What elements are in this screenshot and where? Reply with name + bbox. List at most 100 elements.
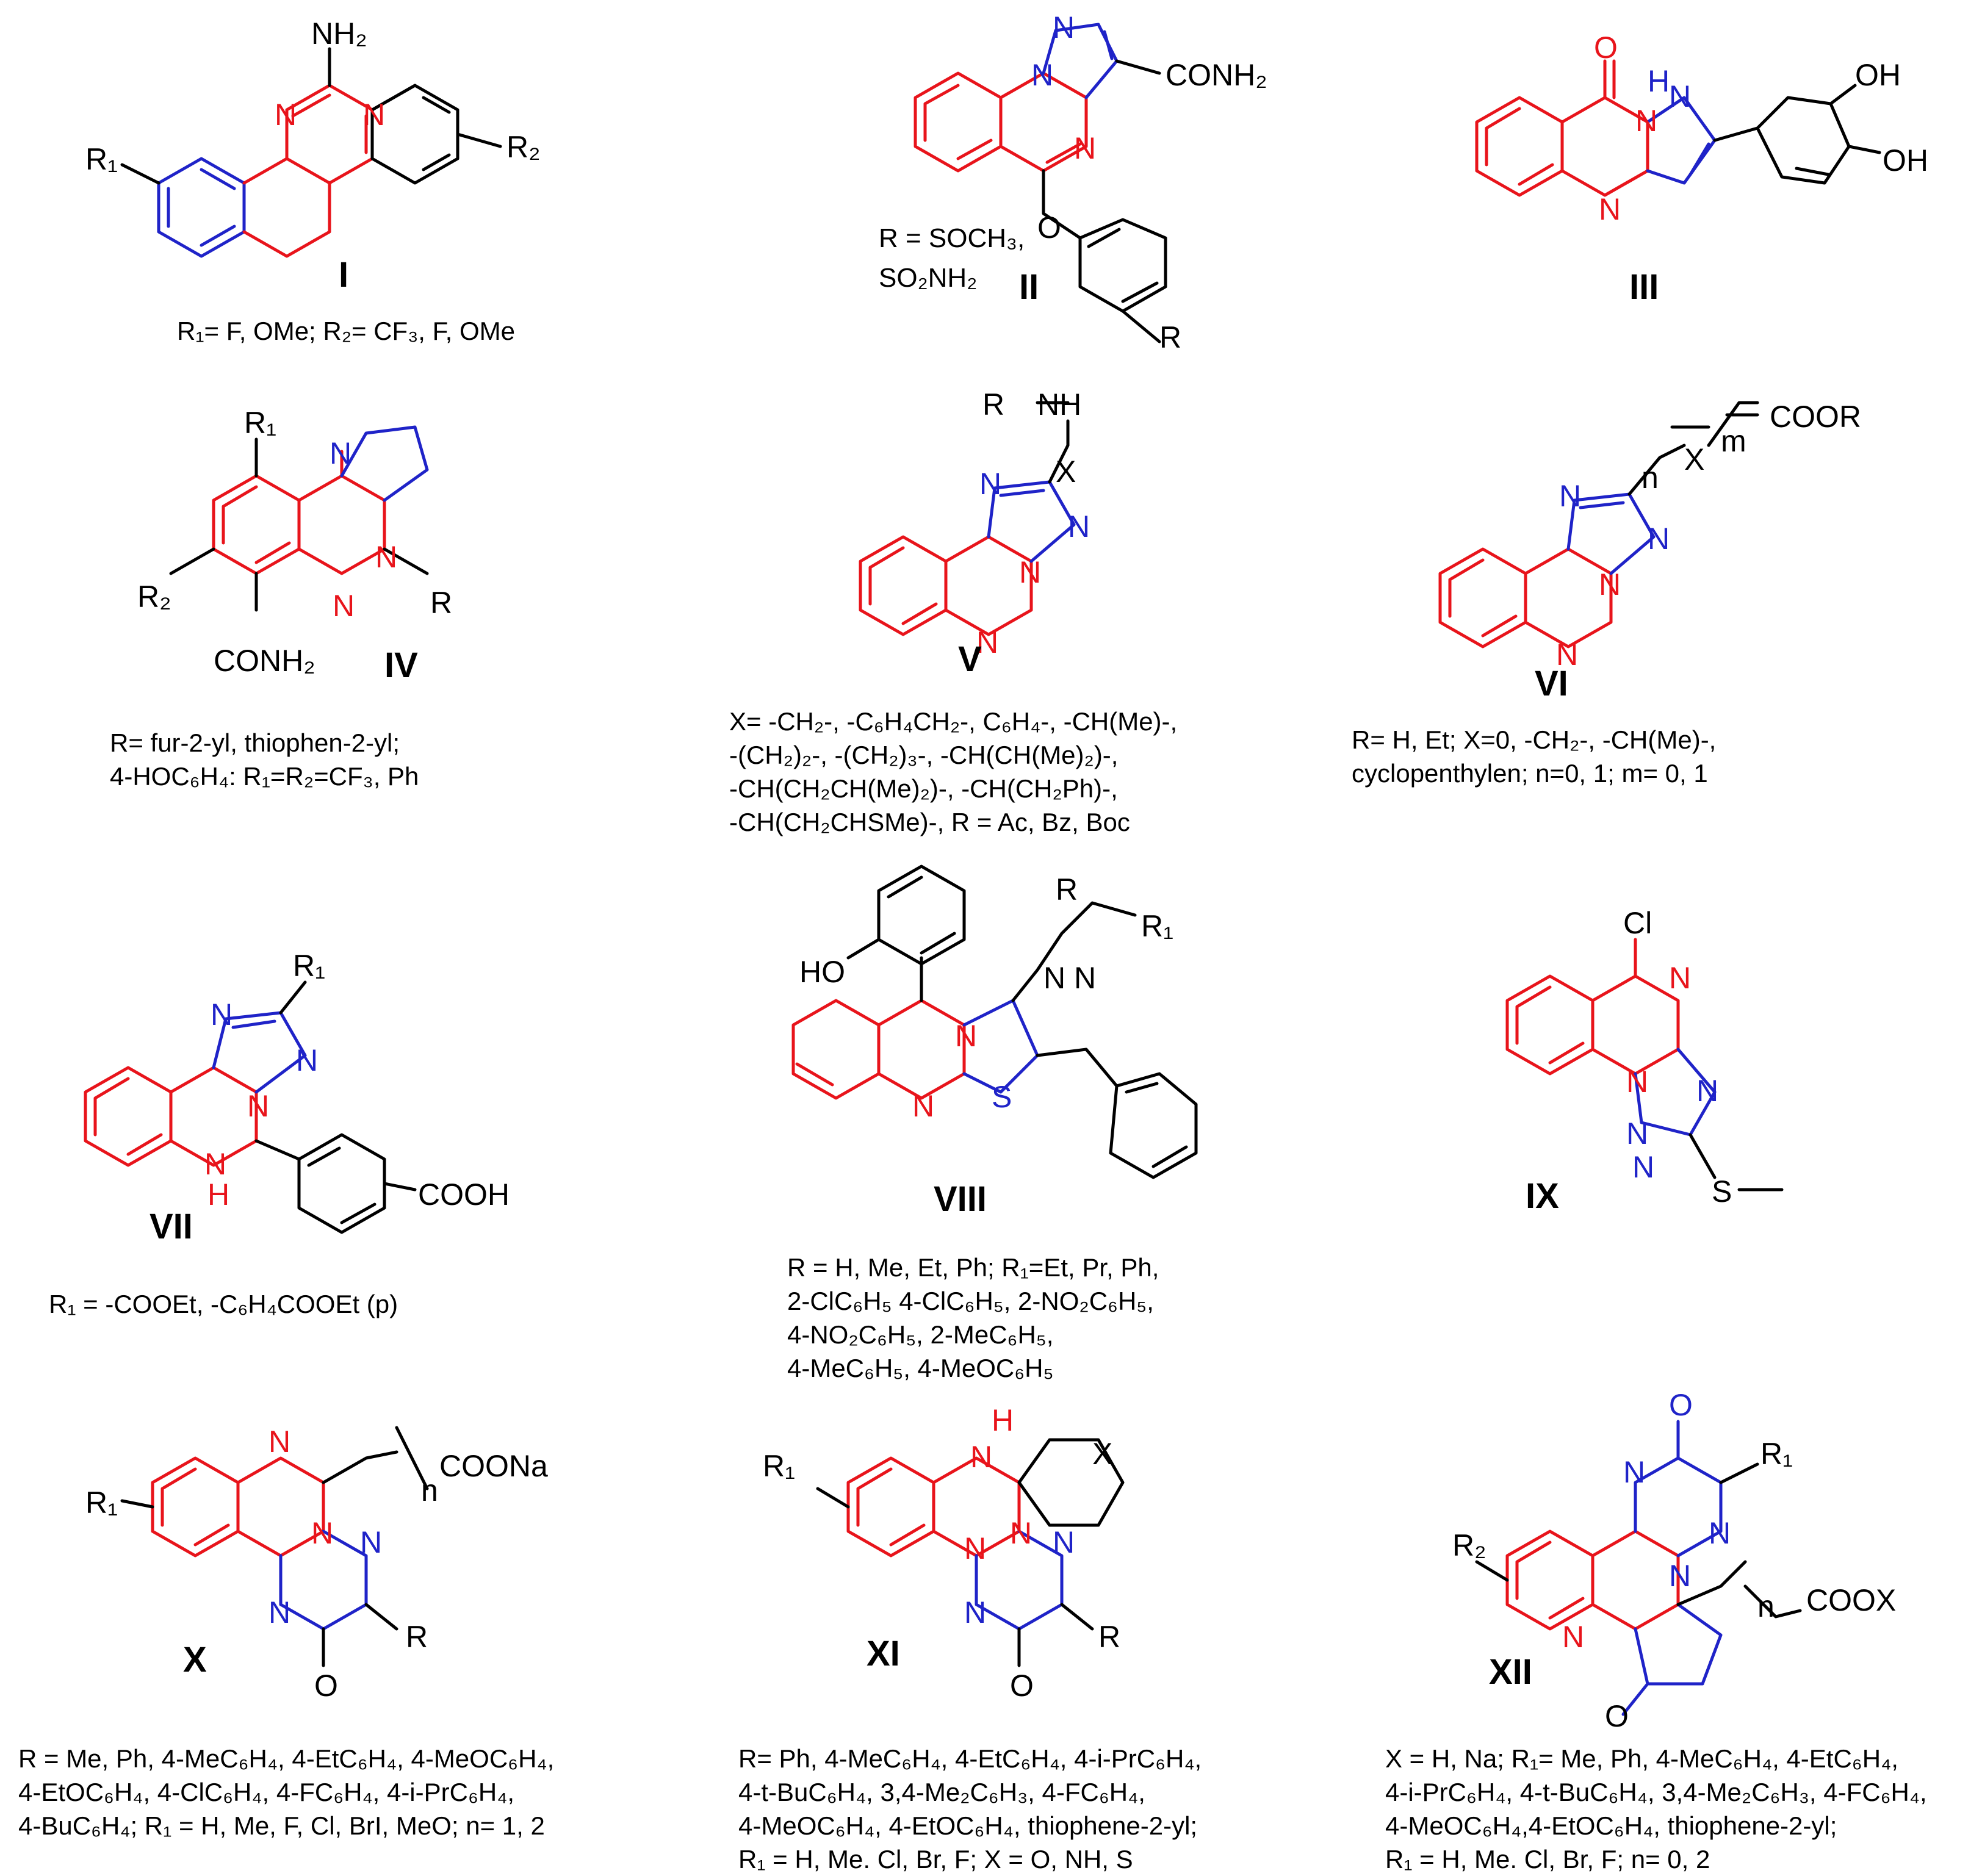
atom-labels: NH₂ N N R₁ R₂ N N N CONH₂ O R O N H N N … (85, 10, 1928, 1733)
caption-line: -CH(CH₂CH(Me)₂)-, -CH(CH₂Ph)-, (729, 774, 1118, 803)
caption-line: -CH(CH₂CHSMe)-, R = Ac, Bz, Boc (729, 808, 1130, 836)
atom: NH₂ (311, 16, 367, 51)
compound-numeral: X (183, 1640, 207, 1680)
atom: N (1043, 961, 1065, 995)
atom: R₁ (85, 1486, 118, 1520)
structure-IV (169, 425, 429, 612)
atom: N (275, 98, 297, 132)
caption-line: 4-EtOC₆H₄, 4-ClC₆H₄, 4-FC₆H₄, 4-i-PrC₆H₄… (18, 1778, 515, 1806)
compound-numeral: VII (150, 1207, 193, 1246)
caption-line: 4-i-PrC₆H₄, 4-t-BuC₆H₄, 3,4-Me₂C₆H₃, 4-F… (1385, 1778, 1927, 1806)
atom: R₁ (1141, 909, 1173, 943)
caption-line: R= fur-2-yl, thiophen-2-yl; (110, 728, 400, 757)
atom: N (1031, 58, 1053, 92)
compound-numeral: VI (1535, 664, 1568, 703)
atom: COOH (418, 1177, 510, 1212)
atom: O (1037, 210, 1061, 245)
caption-XII: X = H, Na; R₁= Me, Ph, 4-MeC₆H₄, 4-EtC₆H… (1385, 1742, 1927, 1876)
atom: N (1623, 1455, 1645, 1489)
caption-line: -(CH₂)₂-, -(CH₂)₃-, -CH(CH(Me)₂)-, (729, 741, 1119, 769)
atom: COOR (1770, 400, 1861, 434)
atom: N (247, 1089, 269, 1123)
atom: R (982, 387, 1004, 422)
atom: N (1053, 1525, 1075, 1559)
atom: OH (1855, 58, 1901, 92)
atom: N (363, 98, 385, 132)
atom: N (1669, 961, 1691, 995)
atom: R (406, 1620, 428, 1654)
atom: N (360, 1525, 382, 1559)
atom: N (268, 1595, 290, 1630)
compound-numeral: IV (384, 645, 418, 685)
atom: N (1068, 509, 1090, 544)
atom: CONH₂ (214, 644, 315, 678)
atom: m (1721, 424, 1746, 458)
atom: N (1669, 1559, 1691, 1593)
atom: S (992, 1080, 1012, 1114)
atom: O (1605, 1699, 1629, 1733)
atom: R₂ (506, 130, 541, 164)
structure-XI (816, 1438, 1125, 1667)
atom: X (1092, 1437, 1112, 1471)
atom: N (964, 1595, 986, 1630)
caption-line: cyclopenthylen; n=0, 1; m= 0, 1 (1352, 759, 1708, 788)
atom: N (1074, 131, 1096, 165)
atom: N (211, 997, 232, 1032)
atom: N (1635, 104, 1657, 138)
atom: H (1648, 64, 1670, 98)
compound-numeral: I (339, 255, 348, 295)
atom: CONH₂ (1166, 58, 1267, 92)
atom: N (1053, 10, 1075, 45)
atom: N (311, 1516, 333, 1550)
atom: N (1599, 567, 1621, 602)
atom: X (1056, 455, 1076, 489)
atom: O (1010, 1669, 1034, 1703)
caption-line: 4-MeOC₆H₄, 4-EtOC₆H₄, thiophene-2-yl; (738, 1811, 1198, 1840)
structure-XII (1475, 1420, 1802, 1716)
caption-X: R = Me, Ph, 4-MeC₆H₄, 4-EtC₆H₄, 4-MeOC₆H… (18, 1742, 554, 1842)
atom: N (1556, 638, 1578, 672)
atom: N (1669, 79, 1691, 113)
atom: R (1056, 872, 1078, 907)
atom: N (1562, 1620, 1584, 1654)
caption-line: R= Ph, 4-MeC₆H₄, 4-EtC₆H₄, 4-i-PrC₆H₄, (738, 1744, 1202, 1773)
structure-III (1475, 59, 1881, 197)
substituent-line: R = SOCH₃, (879, 223, 1025, 253)
caption-VII: R₁ = -COOEt, -C₆H₄COOEt (p) (49, 1287, 398, 1321)
atom: N (964, 1531, 986, 1565)
caption-line: R₁ = H, Me. Cl, Br, F; n= 0, 2 (1385, 1845, 1710, 1874)
atom: N (333, 589, 355, 623)
atom: N (979, 467, 1001, 501)
atom: N (1626, 1116, 1648, 1151)
atom: N (296, 1043, 318, 1077)
atom: N (1648, 522, 1670, 556)
atom: R₁ (763, 1449, 795, 1483)
atom: R (1159, 320, 1181, 354)
atom: X (1684, 442, 1704, 476)
atom: R₂ (137, 580, 171, 614)
atom: R₁ (244, 406, 276, 440)
compound-numerals: I II III IV V VI VII VIII IX X XI XII (150, 255, 1659, 1692)
structure-I (120, 47, 502, 258)
structure-VIII (791, 864, 1198, 1179)
caption-line: R₁ = -COOEt, -C₆H₄COOEt (p) (49, 1290, 398, 1318)
caption-XI: R= Ph, 4-MeC₆H₄, 4-EtC₆H₄, 4-i-PrC₆H₄, 4… (738, 1742, 1202, 1876)
atom: S (1712, 1174, 1732, 1209)
caption-line: 4-MeC₆H₅, 4-MeOC₆H₅ (787, 1354, 1054, 1382)
caption-line: R = H, Me, Et, Ph; R₁=Et, Pr, Ph, (787, 1253, 1159, 1282)
compound-numeral: V (958, 639, 982, 679)
substituent-line: SO₂NH₂ (879, 263, 977, 293)
caption-line: R₁= F, OMe; R₂= CF₃, F, OMe (177, 317, 515, 345)
atom: n (1641, 461, 1659, 495)
atom: n (421, 1473, 438, 1508)
caption-VIII: R = H, Me, Et, Ph; R₁=Et, Pr, Ph, 2-ClC₆… (787, 1251, 1159, 1385)
atom: N (1599, 192, 1621, 226)
caption-line: X= -CH₂-, -C₆H₄CH₂-, C₆H₄-, -CH(Me)-, (729, 707, 1178, 736)
atom: O (1594, 31, 1618, 65)
compound-numeral: XII (1489, 1652, 1532, 1692)
caption-line: 4-t-BuC₆H₄, 3,4-Me₂C₆H₃, 4-FC₆H₄, (738, 1778, 1145, 1806)
structure-VII (84, 980, 417, 1234)
atom: N (1709, 1516, 1731, 1550)
caption-line: R= H, Et; X=0, -CH₂-, -CH(Me)-, (1352, 725, 1717, 754)
